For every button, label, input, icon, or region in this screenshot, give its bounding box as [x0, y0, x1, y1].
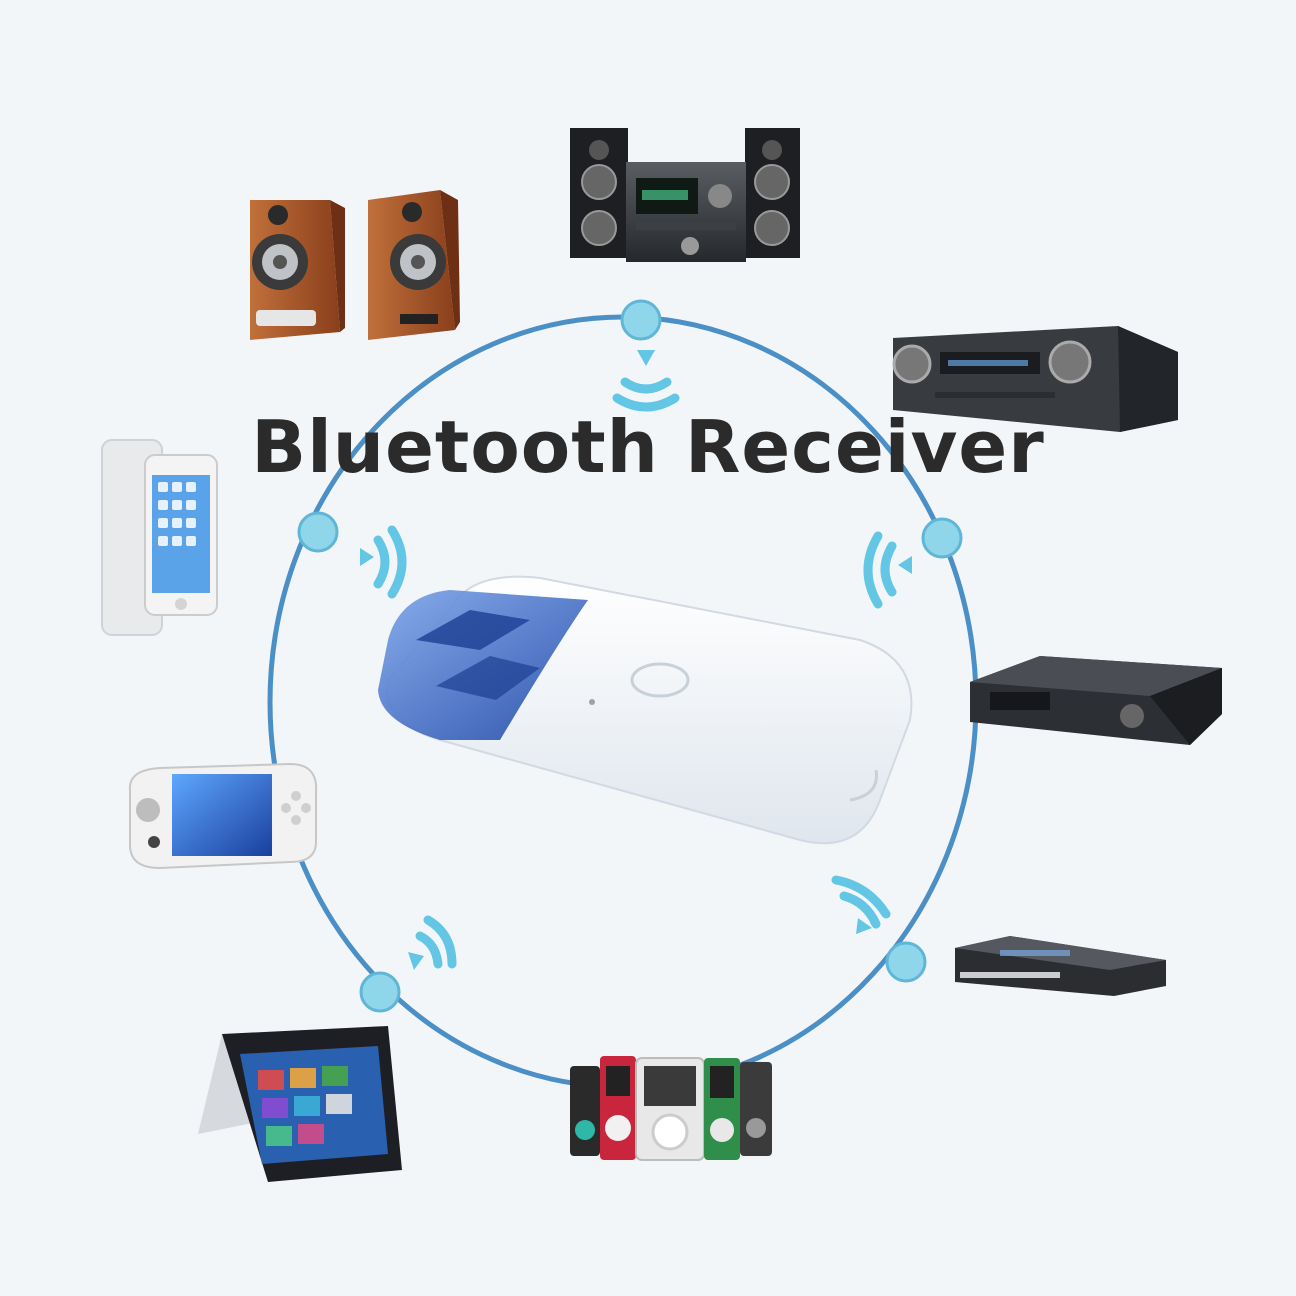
- hifi-stereo-system-icon: [570, 128, 800, 262]
- ring-node-bottom-right: [885, 941, 927, 983]
- ring-node-right: [921, 517, 963, 559]
- handheld-game-console-icon: [128, 762, 318, 870]
- ring-node-top: [620, 299, 662, 341]
- signal-wave-top-icon: [612, 350, 680, 412]
- bluetooth-dongle-icon: [378, 575, 913, 845]
- ring-nodes: [297, 299, 963, 1013]
- av-receiver-icon: [892, 326, 1178, 432]
- signal-wave-bottom-left-icon: [408, 915, 457, 970]
- tablet-icon: [198, 1026, 402, 1182]
- dvd-player-icon: [955, 936, 1166, 996]
- ring-node-left: [297, 511, 339, 553]
- mp3-players-icon: [570, 1056, 772, 1161]
- ring-node-bottom-left: [359, 971, 401, 1013]
- bookshelf-speakers-icon: [250, 190, 460, 340]
- set-top-box-icon: [970, 656, 1222, 745]
- smartphone-icon: [101, 439, 218, 636]
- signal-wave-right-icon: [863, 531, 912, 609]
- signal-wave-left-icon: [360, 525, 407, 599]
- signal-wave-bottom-right-icon: [831, 875, 891, 934]
